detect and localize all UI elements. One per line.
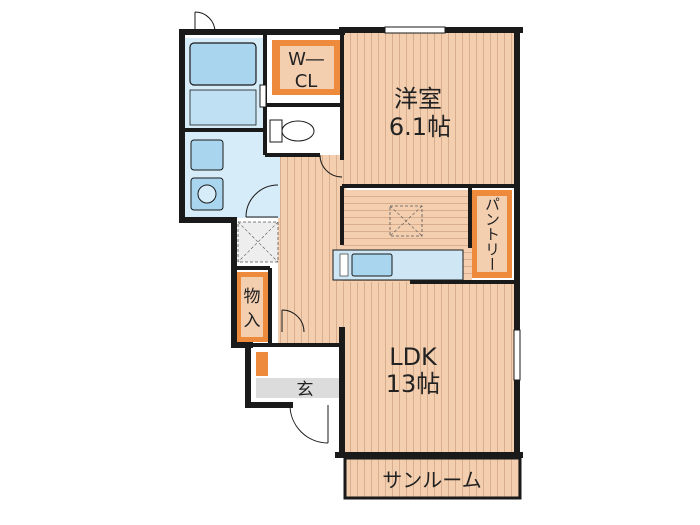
wcl-label-line1: W―	[288, 49, 324, 70]
outer-walls	[179, 27, 523, 459]
ldk-name: LDK	[389, 343, 438, 371]
toilet-bowl	[281, 120, 315, 142]
door-swings	[194, 11, 343, 444]
sunroom-label: サンルーム	[382, 468, 481, 492]
western-room-name: 洋室	[394, 85, 442, 113]
storage-label-line1: 物	[244, 287, 261, 307]
fridge-space	[389, 205, 423, 237]
washer-space	[237, 221, 279, 263]
entrance-label: 玄	[297, 380, 314, 400]
shower-area	[189, 89, 257, 126]
washbasin	[190, 139, 224, 171]
ldk-size: 13帖	[386, 370, 441, 398]
western-room-floor	[342, 32, 517, 187]
pantry-label: パントリー	[483, 197, 501, 272]
storage-label-line2: 入	[244, 311, 261, 331]
ldk-floor	[342, 282, 517, 454]
wcl-label-line2: CL	[295, 71, 318, 92]
western-room-size: 6.1帖	[389, 113, 451, 141]
windows	[259, 26, 521, 381]
sunroom-outline	[343, 456, 522, 500]
kitchen-sink	[351, 253, 393, 277]
genkan-step	[256, 378, 340, 398]
toilet-tank	[269, 119, 283, 143]
shoe-box	[256, 352, 268, 376]
bathtub	[189, 42, 257, 86]
sunroom-floor	[345, 458, 520, 498]
